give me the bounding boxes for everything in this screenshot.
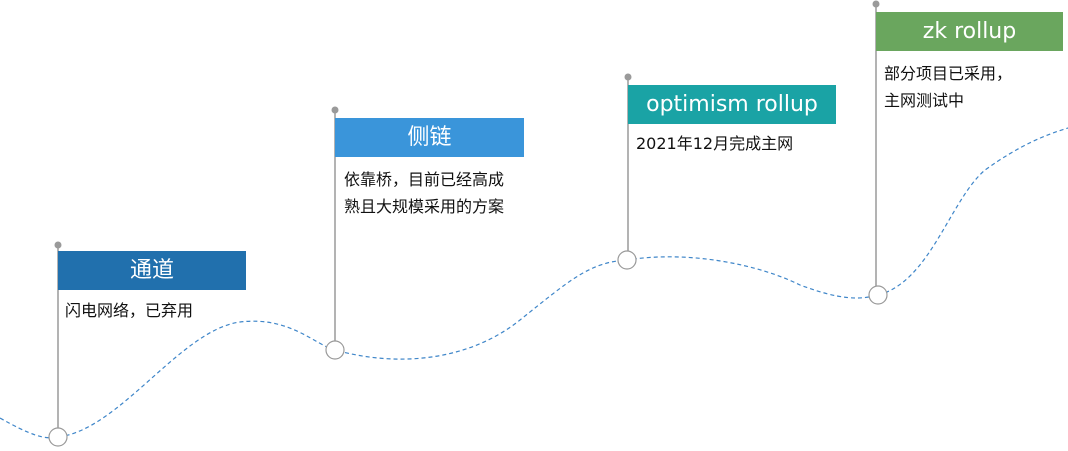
timeline-marker-4 (868, 285, 888, 305)
stage-title-3: optimism rollup (646, 92, 818, 117)
stage-description-1: 闪电网络，已弃用 (65, 297, 193, 324)
pole-top-dot-4 (872, 0, 880, 8)
progress-curve (0, 127, 1068, 439)
stage-description-2-line-2: 熟且大规模采用的方案 (344, 197, 505, 216)
stage-description-4: 部分项目已采用， 主网测试中 (884, 60, 1012, 114)
stage-flag-3: optimism rollup (628, 85, 836, 124)
timeline-marker-1 (48, 427, 68, 447)
stage-description-2: 依靠桥，目前已经高成 熟且大规模采用的方案 (344, 166, 504, 220)
pole-top-dot-1 (54, 241, 62, 249)
stage-description-4-line-2: 主网测试中 (884, 91, 965, 110)
stage-description-4-line-1: 部分项目已采用， (884, 64, 1013, 83)
stage-flag-2: 侧链 (335, 118, 524, 157)
stage-description-1-line-1: 闪电网络，已弃用 (65, 301, 194, 320)
stage-title-1: 通道 (129, 258, 174, 283)
stage-flag-4: zk rollup (876, 12, 1063, 51)
timeline-marker-3 (617, 250, 637, 270)
stage-flag-1: 通道 (58, 251, 246, 290)
stage-title-4: zk rollup (922, 19, 1017, 44)
timeline-marker-2 (325, 340, 345, 360)
stage-description-3-line-1: 2021年12月完成主网 (636, 134, 794, 153)
stage-description-3: 2021年12月完成主网 (636, 130, 793, 157)
stage-title-2: 侧链 (407, 125, 452, 150)
stage-description-2-line-1: 依靠桥，目前已经高成 (344, 170, 505, 189)
pole-top-dot-3 (624, 73, 632, 81)
pole-top-dot-2 (331, 106, 339, 114)
